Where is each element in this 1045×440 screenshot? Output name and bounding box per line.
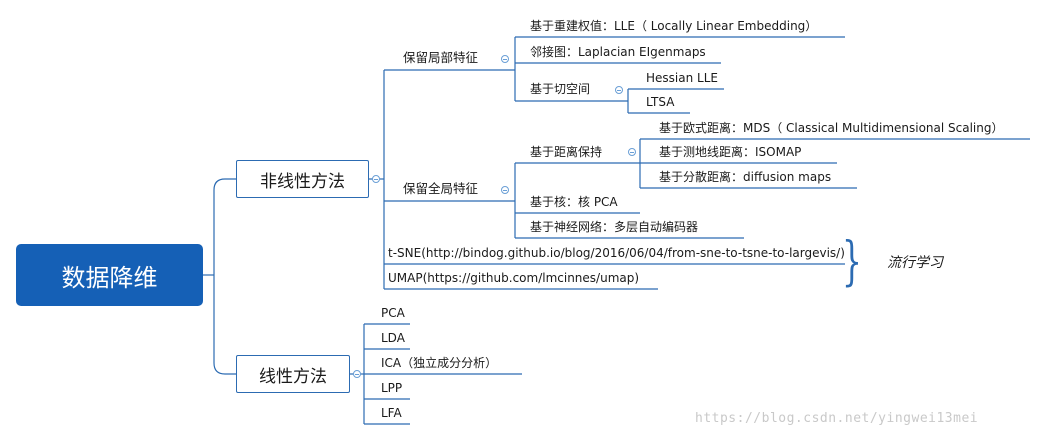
collapse-toggle-distance[interactable] xyxy=(628,148,636,156)
linear-methods-label: 线性方法 xyxy=(259,366,327,387)
linear-item-lfa[interactable]: LFA xyxy=(381,406,402,420)
mds-node[interactable]: 基于欧式距离：MDS（ Classical Multidimensional S… xyxy=(659,121,1004,135)
collapse-toggle-global[interactable] xyxy=(501,186,509,194)
linear-item-lpp[interactable]: LPP xyxy=(381,381,403,395)
isomap-node[interactable]: 基于测地线距离：ISOMAP xyxy=(659,145,802,159)
kernel-pca-node[interactable]: 基于核：核 PCA xyxy=(530,195,618,209)
root-node[interactable]: 数据降维 xyxy=(16,244,203,306)
global-features-node[interactable]: 保留全局特征 xyxy=(403,181,479,196)
manifold-brace: } xyxy=(842,232,862,292)
hessian-lle-node[interactable]: Hessian LLE xyxy=(646,71,718,85)
linear-item-ica[interactable]: ICA（独立成分分析） xyxy=(381,356,498,370)
linear-methods-node[interactable]: 线性方法 xyxy=(236,355,350,393)
diffusion-maps-node[interactable]: 基于分散距离：diffusion maps xyxy=(659,170,832,184)
collapse-toggle-local[interactable] xyxy=(501,55,509,63)
root-node-label: 数据降维 xyxy=(61,263,158,292)
watermark: https://blog.csdn.net/yingwei13mei xyxy=(695,411,979,426)
tangent-space-node[interactable]: 基于切空间 xyxy=(530,82,591,96)
linear-item-pca[interactable]: PCA xyxy=(381,306,405,320)
nonlinear-methods-node[interactable]: 非线性方法 xyxy=(236,160,369,198)
local-features-node[interactable]: 保留局部特征 xyxy=(403,50,479,65)
collapse-toggle-linear[interactable] xyxy=(353,370,361,378)
lle-node[interactable]: 基于重建权值：LLE（ Locally Linear Embedding） xyxy=(530,19,818,33)
collapse-toggle-nonlinear[interactable] xyxy=(372,175,380,183)
umap-node[interactable]: UMAP(https://github.com/lmcinnes/umap) xyxy=(388,271,640,285)
manifold-learning-note: 流行学习 xyxy=(887,255,943,271)
ltsa-node[interactable]: LTSA xyxy=(646,95,675,109)
laplacian-node[interactable]: 邻接图：Laplacian EIgenmaps xyxy=(530,45,706,59)
linear-item-lda[interactable]: LDA xyxy=(381,331,405,345)
distance-preserving-node[interactable]: 基于距离保持 xyxy=(530,145,603,159)
autoencoder-node[interactable]: 基于神经网络：多层自动编码器 xyxy=(530,220,699,234)
nonlinear-methods-label: 非线性方法 xyxy=(260,171,345,192)
tsne-node[interactable]: t-SNE(http://bindog.github.io/blog/2016/… xyxy=(388,246,845,260)
collapse-toggle-tangent[interactable] xyxy=(615,86,623,94)
